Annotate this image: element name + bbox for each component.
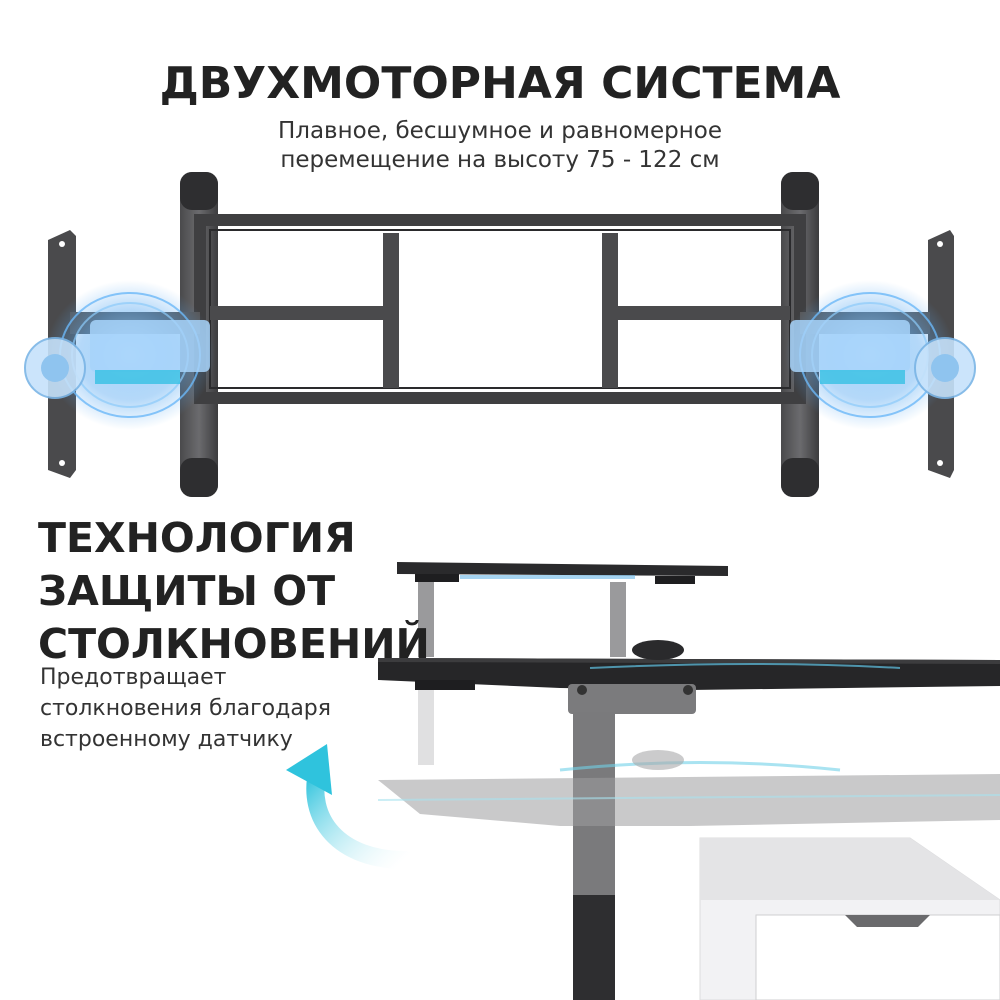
- left-motor-icon: [24, 280, 215, 430]
- monitor-shelf: [397, 562, 728, 576]
- desktop-lowered-ghost: [378, 774, 1000, 826]
- title-line: СТОЛКНОВЕНИЙ: [38, 620, 430, 668]
- title-line: ЗАЩИТЫ ОТ: [38, 567, 336, 615]
- subtitle-line: перемещение на высоту 75 - 122 см: [280, 147, 720, 173]
- section-subtitle-collision: Предотвращает столкновения благодаря вст…: [40, 662, 331, 755]
- right-motor-icon: [785, 280, 976, 430]
- title-line: ТЕХНОЛОГИЯ: [38, 514, 356, 562]
- curved-up-arrow-icon: [286, 744, 414, 869]
- subtitle-line: встроенному датчику: [40, 727, 293, 752]
- subtitle-line: Плавное, бесшумное и равномерное: [277, 118, 723, 144]
- section-subtitle-dual-motor: Плавное, бесшумное и равномерное перемещ…: [0, 117, 1000, 175]
- leg-lower-stage: [573, 895, 615, 1000]
- subtitle-line: столкновения благодаря: [40, 696, 331, 721]
- standing-desk-illustration: [377, 562, 1000, 1000]
- section-title-collision: ТЕХНОЛОГИЯ ЗАЩИТЫ ОТ СТОЛКНОВЕНИЙ: [38, 512, 430, 671]
- cable-grommet: [632, 640, 684, 660]
- section-title-dual-motor: ДВУХМОТОРНАЯ СИСТЕМА: [159, 58, 841, 109]
- subtitle-line: Предотвращает: [40, 665, 227, 690]
